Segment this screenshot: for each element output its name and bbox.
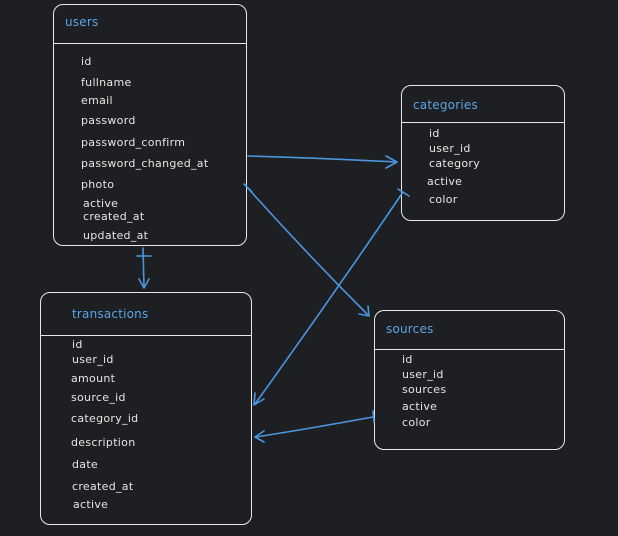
field-categories-color: color bbox=[429, 193, 458, 206]
entity-sources-divider bbox=[375, 349, 564, 350]
field-transactions-user-id: user_id bbox=[72, 353, 114, 366]
field-transactions-amount: amount bbox=[71, 372, 116, 385]
relation-users-categories bbox=[247, 155, 398, 169]
entity-transactions-title: transactions bbox=[72, 307, 149, 321]
field-categories-active: active bbox=[427, 175, 463, 188]
entity-categories[interactable]: categories id user_id category active co… bbox=[401, 85, 565, 221]
field-users-updated-at: updated_at bbox=[83, 229, 149, 242]
field-sources-active: active bbox=[402, 400, 438, 413]
field-transactions-source-id: source_id bbox=[71, 391, 126, 404]
field-transactions-active: active bbox=[73, 498, 109, 511]
field-categories-user-id: user_id bbox=[429, 142, 471, 155]
relation-users-sources bbox=[245, 185, 370, 317]
entity-sources[interactable]: sources id user_id sources active color bbox=[374, 310, 565, 450]
field-transactions-date: date bbox=[72, 458, 99, 471]
field-users-email: email bbox=[81, 94, 113, 107]
field-categories-category: category bbox=[429, 157, 481, 170]
field-users-active: active bbox=[83, 197, 119, 210]
entity-users-divider bbox=[54, 43, 246, 44]
relation-users-transactions bbox=[136, 247, 152, 289]
field-users-password: password bbox=[81, 114, 136, 127]
field-transactions-id: id bbox=[72, 338, 83, 351]
field-users-password-confirm: password_confirm bbox=[81, 136, 186, 149]
field-users-password-changed-at: password_changed_at bbox=[81, 157, 209, 170]
entity-categories-title: categories bbox=[413, 98, 478, 112]
field-users-fullname: fullname bbox=[81, 76, 132, 89]
field-transactions-category-id: category_id bbox=[71, 412, 139, 425]
field-transactions-created-at: created_at bbox=[72, 480, 134, 493]
field-users-created-at: created_at bbox=[83, 210, 145, 223]
field-users-photo: photo bbox=[81, 178, 115, 191]
entity-categories-divider bbox=[402, 122, 564, 123]
relation-sources-transactions bbox=[254, 410, 375, 443]
field-users-id: id bbox=[81, 55, 92, 68]
field-categories-id: id bbox=[429, 127, 440, 140]
field-sources-id: id bbox=[402, 353, 413, 366]
entity-transactions[interactable]: transactions id user_id amount source_id… bbox=[40, 292, 252, 525]
field-sources-user-id: user_id bbox=[402, 368, 444, 381]
entity-users-title: users bbox=[65, 15, 99, 29]
field-sources-color: color bbox=[402, 416, 431, 429]
entity-sources-title: sources bbox=[386, 322, 434, 336]
field-sources-sources: sources bbox=[402, 383, 447, 396]
entity-transactions-divider bbox=[41, 335, 251, 336]
field-transactions-description: description bbox=[71, 436, 136, 449]
entity-users[interactable]: users id fullname email password passwor… bbox=[53, 4, 247, 246]
